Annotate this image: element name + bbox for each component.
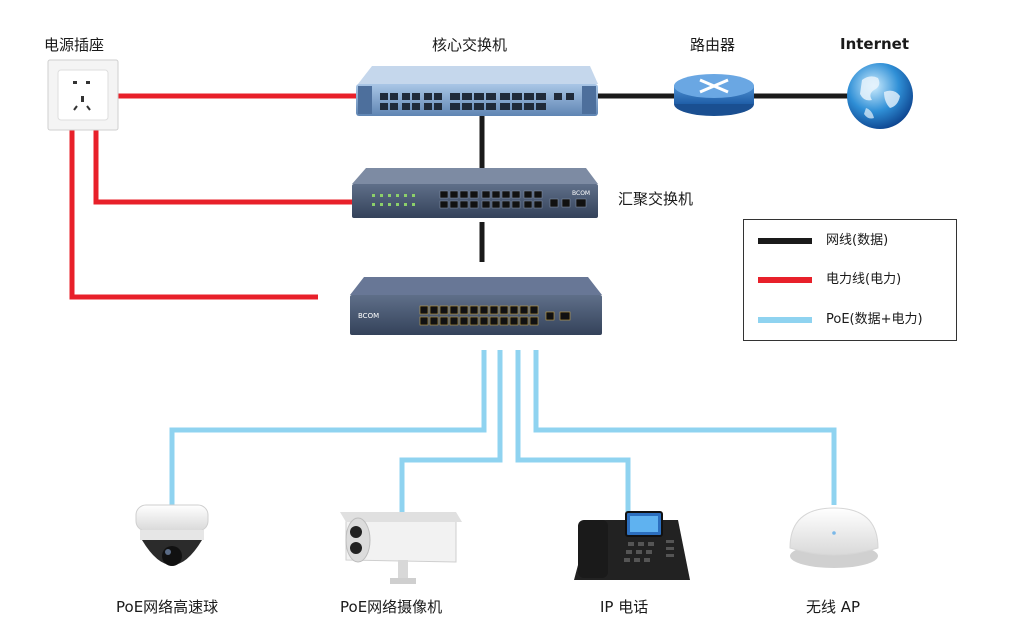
wireless-ap-label: 无线 AP <box>806 598 861 616</box>
internet-globe <box>847 63 913 129</box>
ip-phone <box>574 511 690 580</box>
power-cable-poe-switch <box>69 130 318 300</box>
router-arrows-icon <box>699 78 729 94</box>
poe-bullet-camera-label: PoE网络摄像机 <box>340 598 443 616</box>
core-switch-label: 核心交换机 <box>432 36 508 54</box>
router-label: 路由器 <box>690 36 736 54</box>
legend-swatch-poe <box>758 317 812 323</box>
poe-switch: BCOM <box>350 277 602 335</box>
legend-item-poe-cable: PoE(数据+电力) <box>744 310 956 330</box>
ptz-camera <box>135 504 209 566</box>
aggregation-switch-logo: BCOM <box>572 190 590 197</box>
bullet-camera <box>340 512 462 584</box>
data-cables <box>479 93 850 262</box>
legend-swatch-data <box>758 238 812 244</box>
power-cable-aggregation <box>93 130 352 205</box>
aggregation-switch-ports <box>439 190 587 209</box>
wireless-ap <box>789 507 879 568</box>
legend-label-power: 电力线(电力) <box>826 272 902 287</box>
poe-switch-ports <box>419 305 571 326</box>
poe-cable-wireless-ap <box>533 350 837 505</box>
ip-phone-label: IP 电话 <box>600 598 649 616</box>
legend-label-poe: PoE(数据+电力) <box>826 312 923 327</box>
router <box>674 74 754 116</box>
aggregation-switch-label: 汇聚交换机 <box>618 190 694 208</box>
legend-item-power-cable: 电力线(电力) <box>744 270 956 290</box>
power-cables <box>69 93 358 300</box>
legend-label-data: 网线(数据) <box>826 233 889 248</box>
internet-label: Internet <box>840 35 910 53</box>
legend-swatch-power <box>758 277 812 283</box>
poe-ptz-camera-label: PoE网络高速球 <box>116 598 219 616</box>
ip-phone-keypad <box>624 540 674 562</box>
aggregation-switch-leds <box>372 194 415 206</box>
poe-cable-ptz-camera <box>169 350 487 505</box>
poe-cable-ip-phone <box>515 350 631 515</box>
power-socket-label: 电源插座 <box>44 36 105 54</box>
legend-item-data-cable: 网线(数据) <box>744 231 956 251</box>
aggregation-switch: BCOM <box>352 168 598 218</box>
core-switch-ports <box>380 93 574 110</box>
core-switch <box>356 66 598 116</box>
power-socket <box>47 59 119 131</box>
legend: 网线(数据) 电力线(电力) PoE(数据+电力) <box>743 219 957 341</box>
poe-cables <box>169 350 837 515</box>
poe-switch-logo: BCOM <box>358 312 379 320</box>
poe-cable-bullet-camera <box>399 350 503 515</box>
